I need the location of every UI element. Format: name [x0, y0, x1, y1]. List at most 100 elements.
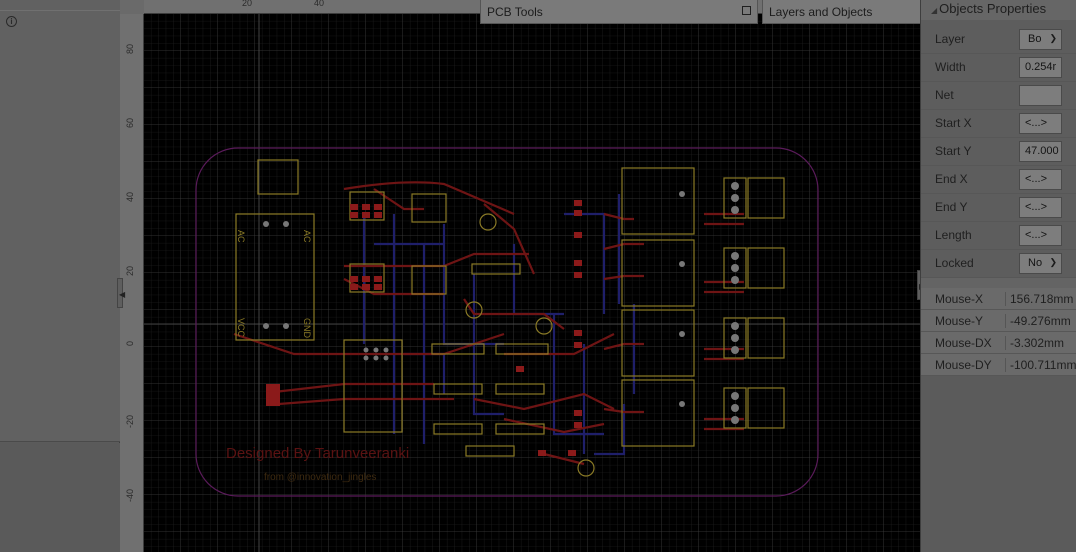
property-row-width: Width 0.254r [921, 54, 1076, 82]
property-row-start-y: Start Y 47.000 [921, 138, 1076, 166]
maximize-icon[interactable] [742, 6, 751, 18]
mouse-readout-row: Mouse-DY -100.711mm [921, 354, 1076, 376]
left-panel-top: i [0, 0, 120, 442]
property-label: Start X [935, 116, 972, 130]
terminal-footprint [723, 317, 747, 359]
relay-footprint [621, 309, 695, 377]
pads[interactable] [266, 200, 582, 456]
resistor-footprint [433, 383, 483, 395]
through-hole-pads[interactable] [263, 182, 739, 424]
ruler-tick-label: -40 [125, 488, 135, 502]
width-input[interactable]: 0.254r [1019, 57, 1062, 78]
ruler-tick-label: 60 [125, 117, 135, 128]
property-label: End X [935, 172, 968, 186]
ruler-tick-label: 20 [125, 265, 135, 276]
property-row-locked: Locked No ❯ [921, 250, 1076, 278]
ruler-tick-label: 40 [314, 0, 325, 8]
ruler-tick-label: 80 [125, 43, 135, 54]
end-y-input[interactable]: <...> [1019, 197, 1062, 218]
property-row-length: Length <...> [921, 222, 1076, 250]
net-input[interactable] [1019, 85, 1062, 106]
pcb-board-view[interactable]: AC AC VCC GND Designed By Tarunveeranki … [144, 14, 920, 552]
layer-select[interactable]: Bo❯ [1019, 29, 1062, 50]
property-row-layer: Layer Bo❯ [921, 26, 1076, 54]
pcb-canvas-area[interactable]: 20 40 80 60 40 20 0 -20 -40 [117, 0, 994, 552]
ruler-tick-label: 40 [125, 191, 135, 202]
mouse-label: Mouse-DY [935, 358, 992, 372]
chevron-left-icon: ◀ [119, 290, 126, 299]
chevron-down-icon: ❯ [1049, 257, 1057, 267]
select-value: No [1028, 257, 1043, 269]
terminal-footprint [723, 387, 747, 429]
relay-footprint [621, 379, 695, 447]
psu-label: GND [302, 318, 312, 339]
resistor-footprint [433, 423, 483, 435]
transistor-footprint [465, 301, 483, 319]
property-label: Locked [935, 256, 974, 270]
left-panel-bottom [0, 443, 120, 552]
mouse-readout-row: Mouse-X 156.718mm [921, 288, 1076, 310]
ruler-corner [120, 0, 144, 14]
power-module-footprint [235, 213, 315, 341]
panel-title: Objects Properties [939, 1, 1047, 16]
end-x-input[interactable]: <...> [1019, 169, 1062, 190]
terminal-footprint [747, 247, 785, 289]
mouse-label: Mouse-X [935, 292, 984, 306]
chevron-down-icon: ❯ [1049, 33, 1057, 43]
panel-title-bar[interactable]: ◢Objects Properties [921, 0, 1076, 20]
mouse-value: 156.718mm [1005, 292, 1073, 306]
resistor-footprint [431, 343, 485, 355]
mouse-label: Mouse-DX [935, 336, 992, 350]
locked-select[interactable]: No ❯ [1019, 253, 1062, 274]
resistor-footprint [471, 263, 521, 275]
divider [921, 278, 1076, 288]
collapse-triangle-icon[interactable]: ◢ [931, 6, 938, 15]
mouse-readout-row: Mouse-DX -3.302mm [921, 332, 1076, 354]
terminal-footprint [723, 177, 747, 219]
psu-label: VCC [236, 318, 246, 338]
length-input[interactable]: <...> [1019, 225, 1062, 246]
ic-footprint [411, 265, 447, 295]
objects-properties-panel: ◢Objects Properties Layer Bo❯ Width 0.25… [920, 0, 1076, 552]
connector-footprint [257, 159, 299, 195]
property-row-net: Net [921, 82, 1076, 110]
transistor-footprint [577, 459, 595, 477]
panel-title: PCB Tools [487, 5, 543, 19]
silkscreen-layer[interactable] [235, 159, 785, 477]
resistor-footprint [495, 383, 545, 395]
resistor-footprint [465, 445, 515, 457]
start-y-input[interactable]: 47.000 [1019, 141, 1062, 162]
start-x-input[interactable]: <...> [1019, 113, 1062, 134]
ruler-tick-label: -20 [125, 414, 135, 428]
property-row-start-x: Start X <...> [921, 110, 1076, 138]
left-splitter-handle[interactable]: ◀ [117, 278, 126, 308]
property-label: Width [935, 60, 966, 74]
terminal-footprint [747, 387, 785, 429]
property-row-end-x: End X <...> [921, 166, 1076, 194]
panel-title: Layers and Objects [769, 5, 873, 19]
terminal-footprint [747, 177, 785, 219]
instagram-credit-text: from @innovation_jingles [264, 472, 376, 483]
terminal-footprint [723, 247, 747, 289]
designer-credit-text: Designed By Tarunveeranki [226, 445, 409, 462]
property-label: Layer [935, 32, 966, 46]
terminal-footprint [747, 317, 785, 359]
pcb-tools-panel-header[interactable]: PCB Tools [480, 0, 758, 24]
transistor-footprint [535, 317, 553, 335]
property-label: Length [935, 228, 972, 242]
property-label: Net [935, 88, 954, 102]
relay-footprint [621, 239, 695, 307]
mouse-value: -100.711mm [1005, 358, 1076, 372]
mouse-label: Mouse-Y [935, 314, 984, 328]
relay-footprint [621, 167, 695, 235]
board-outline[interactable] [195, 147, 819, 497]
header-footprint [343, 339, 403, 433]
property-label: Start Y [935, 144, 972, 158]
mouse-value: -3.302mm [1005, 336, 1064, 350]
mouse-readout-row: Mouse-Y -49.276mm [921, 310, 1076, 332]
info-icon[interactable]: i [6, 16, 17, 27]
property-row-end-y: End Y <...> [921, 194, 1076, 222]
divider [0, 10, 120, 11]
psu-label: AC [236, 230, 246, 243]
